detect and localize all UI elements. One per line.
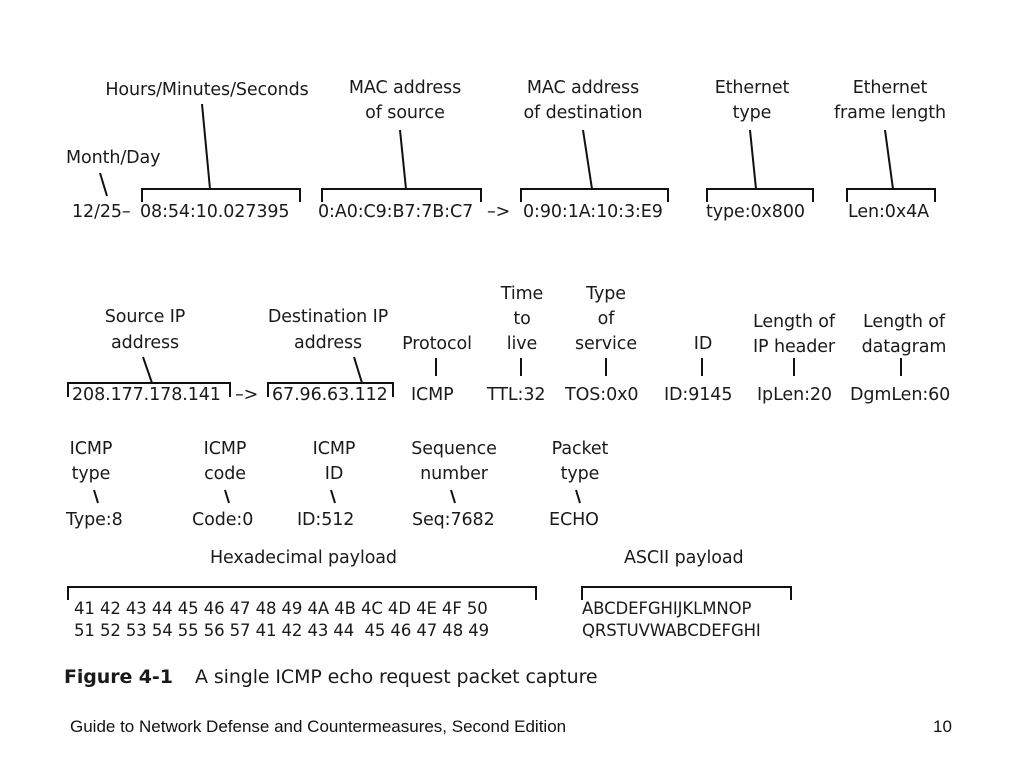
pkt-type-pointer [575,489,581,504]
seq-label-line2: number [420,464,488,484]
mac-dst-label-line2: of destination [523,103,643,123]
dgm-len-label-line1: Length of [863,312,945,332]
icmp-id-label-line2: ID [324,464,344,484]
eth-type-label-line2: type [732,103,772,123]
src-ip-value: 208.177.178.141 [72,385,221,405]
mac-arrow: –> [487,202,511,222]
mac-src-value: 0:A0:C9:B7:7B:C7 [318,202,474,222]
icmp-id-pointer [330,489,336,504]
dst-ip-label-line2: address [293,333,363,353]
tos-value: TOS:0x0 [565,385,639,405]
hex-payload-line1: 41 42 43 44 45 46 47 48 49 4A 4B 4C 4D 4… [74,599,488,618]
ttl-label-line1: Time [500,284,544,304]
icmp-code-value: Code:0 [192,510,254,530]
eth-len-label-line2: frame length [833,103,947,123]
ascii-payload-label: ASCII payload [624,548,744,568]
hex-payload-bracket [67,586,537,600]
dgm-len-value: DgmLen:60 [850,385,951,405]
src-ip-label-line2: address [110,333,180,353]
hex-payload-label: Hexadecimal payload [210,548,397,568]
date-value: 12/25– [72,202,131,222]
mac-src-label-line1: MAC address [348,78,462,98]
pkt-type-value: ECHO [549,510,599,530]
eth-len-value: Len:0x4A [848,202,929,222]
tos-label-line1: Type [586,284,626,304]
eth-type-bracket [706,188,814,202]
icmp-type-value: Type:8 [66,510,123,530]
src-ip-label-line1: Source IP [104,307,186,327]
eth-len-bracket [846,188,936,202]
seq-value: Seq:7682 [412,510,495,530]
icmp-code-pointer [224,489,230,504]
mac-dst-label-line1: MAC address [526,78,640,98]
seq-label-line1: Sequence [411,439,497,459]
mac-dst-value: 0:90:1A:10:3:E9 [523,202,663,222]
icmp-code-label-line2: code [204,464,246,484]
dst-ip-value: 67.96.63.112 [272,385,388,405]
ttl-label-line3: live [506,334,538,354]
icmp-code-label-line1: ICMP [203,439,247,459]
icmp-type-label-line1: ICMP [69,439,113,459]
seq-pointer [450,489,456,504]
src-ip-bracket [67,382,231,397]
pkt-type-label-line1: Packet [551,439,609,459]
src-ip-pointer [142,356,153,384]
page-number: 10 [933,717,952,736]
ttl-value: TTL:32 [487,385,546,405]
ascii-payload-line2: QRSTUVWABCDEFGHI [582,621,761,640]
figure-number: Figure 4-1 [64,666,173,688]
mac-src-label-line2: of source [365,103,445,123]
protocol-value: ICMP [411,385,454,405]
time-value: 08:54:10.027395 [140,202,290,222]
eth-type-label-line1: Ethernet [714,78,790,98]
ttl-label-line2: to [513,309,531,329]
mac-dst-bracket [520,188,669,202]
pkt-type-label-line2: type [560,464,600,484]
id-label: ID [693,334,713,354]
hex-payload-line2: 51 52 53 54 55 56 57 41 42 43 44 45 46 4… [74,621,490,640]
icmp-id-value: ID:512 [297,510,355,530]
month-day-label: Month/Day [66,148,161,168]
dgm-len-label-line2: datagram [861,337,947,357]
month-day-pointer [99,172,108,197]
time-bracket [141,188,301,202]
mac-dst-pointer [582,129,593,190]
footer-book-title: Guide to Network Defense and Countermeas… [70,717,567,736]
eth-len-pointer [884,129,894,190]
dst-ip-label-line1: Destination IP [267,307,389,327]
ip-hdr-len-label-line1: Length of [753,312,835,332]
id-value: ID:9145 [664,385,733,405]
figure-caption: A single ICMP echo request packet captur… [195,666,598,688]
ascii-payload-bracket [581,586,792,600]
icmp-type-label-line2: type [71,464,111,484]
hms-pointer [201,103,211,190]
mac-src-bracket [321,188,482,202]
ip-hdr-len-value: IpLen:20 [757,385,832,405]
protocol-label: Protocol [402,334,472,354]
eth-type-pointer [749,129,757,190]
mac-src-pointer [399,129,407,190]
tos-label-line3: service [575,334,637,354]
icmp-id-label-line1: ICMP [312,439,356,459]
dst-ip-pointer [353,356,363,384]
eth-len-label-line1: Ethernet [852,78,928,98]
icmp-type-pointer [93,489,99,504]
ip-arrow: –> [235,385,259,405]
ascii-payload-line1: ABCDEFGHIJKLMNOP [582,599,752,618]
tos-label-line2: of [597,309,615,329]
hms-label: Hours/Minutes/Seconds [105,80,309,100]
eth-type-value: type:0x800 [706,202,805,222]
dst-ip-bracket [267,382,394,397]
ip-hdr-len-label-line2: IP header [752,337,836,357]
